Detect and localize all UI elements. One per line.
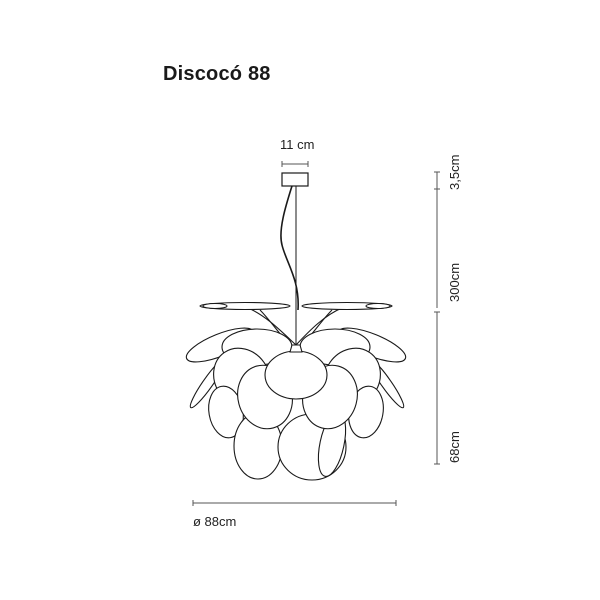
lamp-shade — [185, 301, 407, 481]
diameter-dimension — [192, 500, 397, 506]
canopy-width-dimension — [281, 161, 309, 167]
power-cable — [280, 185, 299, 311]
diameter-label: ø 88cm — [193, 514, 237, 529]
product-title: Discocó 88 — [163, 63, 271, 85]
height-dimension — [434, 171, 440, 465]
canopy-width-label: 11 cm — [280, 137, 315, 152]
canopy — [281, 172, 309, 187]
